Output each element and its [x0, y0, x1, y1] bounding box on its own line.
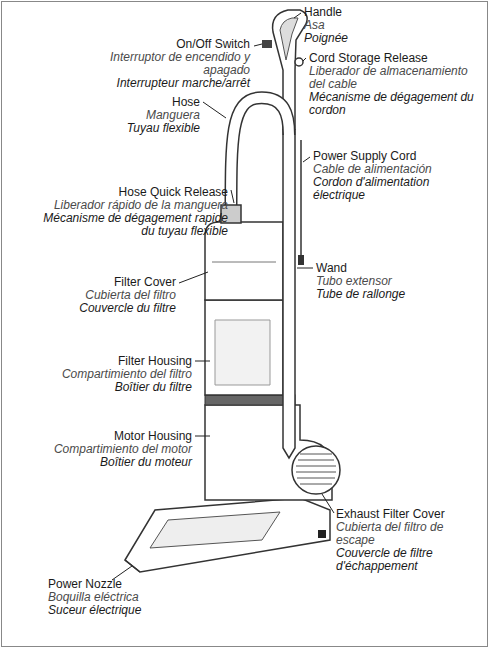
- cover-seam: [212, 262, 276, 263]
- handle-grip: [280, 18, 298, 60]
- part-name-spanish: Manguera: [80, 109, 200, 122]
- part-name: Filter Housing: [17, 355, 192, 368]
- part-label-group: Exhaust Filter CoverCubierta del filtro …: [336, 508, 481, 573]
- cord-plug: [298, 255, 304, 265]
- part-name-french: Boîtier du moteur: [17, 456, 192, 469]
- part-label-group: Power Supply CordCable de alimentaciónCo…: [313, 150, 481, 202]
- part-name: Exhaust Filter Cover: [336, 508, 481, 521]
- part-label-group: Hose Quick ReleaseLiberador rápido de la…: [38, 186, 228, 238]
- part-name-french: Cordon d'alimentation électrique: [313, 176, 481, 202]
- housing-band: [205, 395, 295, 405]
- part-name-spanish: Tubo extensor: [316, 275, 466, 288]
- power-cord: [300, 140, 302, 255]
- filter-housing: [205, 300, 283, 395]
- part-name-spanish: Cubierta del filtro: [26, 289, 176, 302]
- part-name: Filter Cover: [26, 276, 176, 289]
- part-name: Wand: [316, 262, 466, 275]
- part-label-group: Cord Storage ReleaseLiberador de almacen…: [309, 52, 481, 117]
- part-name-french: Boîtier du filtre: [17, 381, 192, 394]
- part-name-spanish: Liberador rápido de la manguera: [38, 199, 228, 212]
- part-name-spanish: Interruptor de encendido y apagado: [100, 51, 250, 77]
- part-name-french: Couvercle de filtre d'échappement: [336, 547, 481, 573]
- part-label-group: HandleAsaPoignée: [304, 6, 424, 45]
- part-label-group: Filter CoverCubierta del filtroCouvercle…: [26, 276, 176, 315]
- part-name: Hose: [80, 96, 200, 109]
- part-name-spanish: Asa: [304, 19, 424, 32]
- part-name: Power Supply Cord: [313, 150, 481, 163]
- exhaust-filter-cover: [292, 446, 340, 494]
- part-label-group: Filter HousingCompartimiento del filtroB…: [17, 355, 192, 394]
- nozzle-window: [150, 512, 280, 548]
- part-name-french: Mécanisme de dégagement rapide du tuyau …: [38, 212, 228, 238]
- exhaust-grille: [296, 454, 336, 484]
- part-name-french: Tube de rallonge: [316, 288, 466, 301]
- nozzle-edge: [125, 560, 140, 572]
- part-label-group: WandTubo extensorTube de rallonge: [316, 262, 466, 301]
- part-label-group: Power NozzleBoquilla eléctricaSuceur éle…: [48, 578, 208, 617]
- part-name-french: Poignée: [304, 32, 424, 45]
- part-name-french: Couvercle du filtre: [26, 302, 176, 315]
- part-label-group: On/Off SwitchInterruptor de encendido y …: [100, 38, 250, 90]
- part-name-french: Interrupteur marche/arrêt: [100, 77, 250, 90]
- part-label-group: HoseMangueraTuyau flexible: [80, 96, 200, 135]
- part-name-spanish: Liberador de almacenamiento del cable: [309, 65, 481, 91]
- part-name-french: Mécanisme de dégagement du cordon: [309, 91, 481, 117]
- on-off-switch: [262, 40, 272, 48]
- part-label-group: Motor HousingCompartimiento del motorBoî…: [17, 430, 192, 469]
- part-name: On/Off Switch: [100, 38, 250, 51]
- filter-window: [215, 320, 270, 385]
- part-name: Hose Quick Release: [38, 186, 228, 199]
- wand: [283, 130, 295, 458]
- part-name-spanish: Cubierta del filtro de escape: [336, 521, 481, 547]
- cord-storage-knob: [295, 58, 303, 66]
- hose-outline: [231, 98, 289, 212]
- nozzle-pedal: [318, 530, 326, 538]
- part-name: Handle: [304, 6, 424, 19]
- part-name: Cord Storage Release: [309, 52, 481, 65]
- part-name-french: Tuyau flexible: [80, 122, 200, 135]
- power-nozzle: [125, 498, 330, 572]
- part-name: Motor Housing: [17, 430, 192, 443]
- part-name-spanish: Boquilla eléctrica: [48, 591, 208, 604]
- part-name-french: Suceur électrique: [48, 604, 208, 617]
- part-name-spanish: Compartimiento del motor: [17, 443, 192, 456]
- part-name-spanish: Cable de alimentación: [313, 163, 481, 176]
- hose: [231, 98, 289, 212]
- part-name-spanish: Compartimiento del filtro: [17, 368, 192, 381]
- part-name: Power Nozzle: [48, 578, 208, 591]
